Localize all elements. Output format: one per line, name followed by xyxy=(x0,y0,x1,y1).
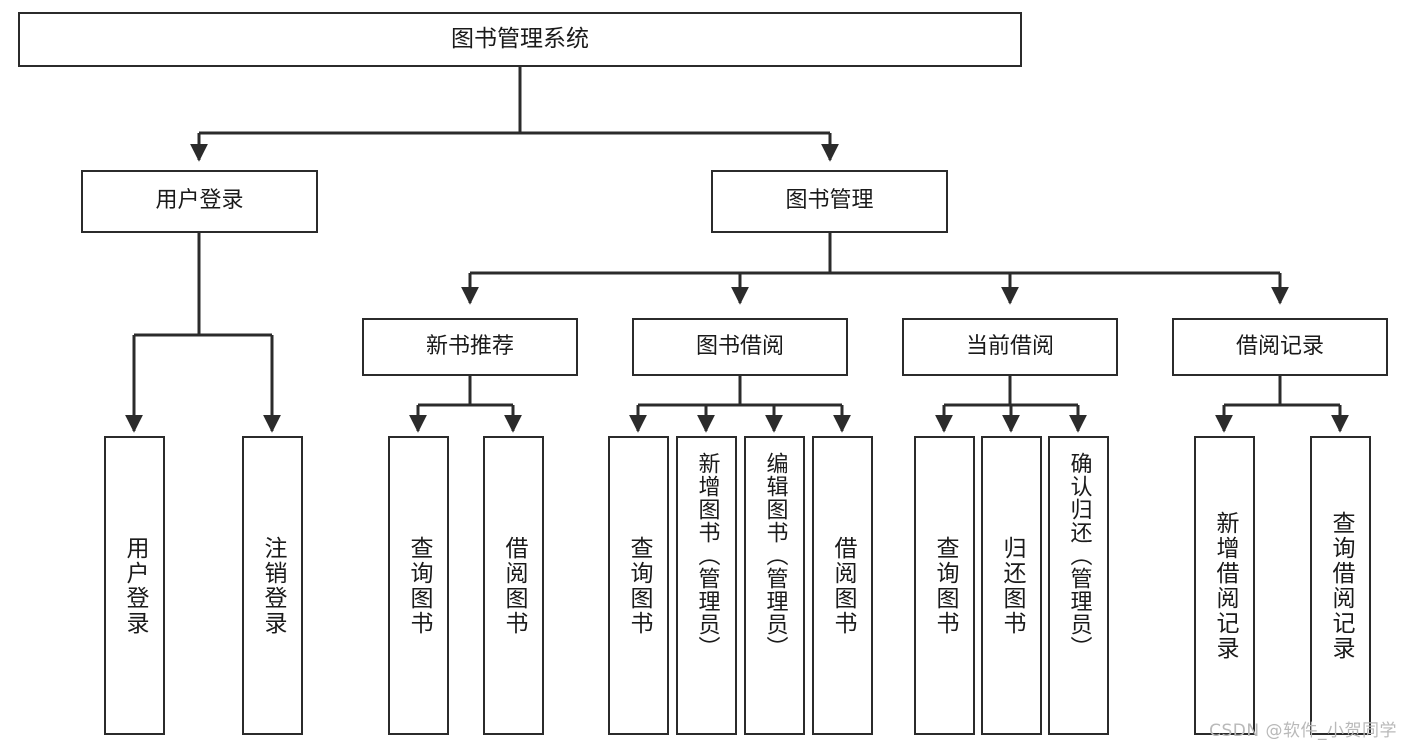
node-label: 新增图书（管理员） xyxy=(694,452,720,659)
node-label: 确认归还（管理员） xyxy=(1066,452,1092,659)
node-label: 查询借阅记录 xyxy=(1328,510,1354,661)
node-label: 编辑图书（管理员） xyxy=(762,452,788,659)
node-label: 当前借阅 xyxy=(965,333,1054,359)
leaf-confirm-return-admin[interactable]: 确认归还（管理员） xyxy=(1048,436,1109,735)
node-label: 用户登录 xyxy=(155,188,244,214)
leaf-return-book[interactable]: 归还图书 xyxy=(981,436,1042,735)
node-borrow-record[interactable]: 借阅记录 xyxy=(1172,318,1388,376)
node-label: 借阅记录 xyxy=(1235,333,1324,359)
leaf-query-borrow-record[interactable]: 查询借阅记录 xyxy=(1310,436,1371,735)
leaf-query-book-current[interactable]: 查询图书 xyxy=(914,436,975,735)
leaf-borrow-book[interactable]: 借阅图书 xyxy=(812,436,873,735)
node-user-login[interactable]: 用户登录 xyxy=(81,170,318,233)
node-current-borrow[interactable]: 当前借阅 xyxy=(902,318,1118,376)
node-label: 查询图书 xyxy=(406,535,432,636)
leaf-add-borrow-record[interactable]: 新增借阅记录 xyxy=(1194,436,1255,735)
node-label: 新书推荐 xyxy=(425,333,514,359)
leaf-borrow-book-recommend[interactable]: 借阅图书 xyxy=(483,436,544,735)
node-root-system[interactable]: 图书管理系统 xyxy=(18,12,1022,67)
node-book-borrow[interactable]: 图书借阅 xyxy=(632,318,848,376)
node-book-management[interactable]: 图书管理 xyxy=(711,170,948,233)
node-new-book-recommend[interactable]: 新书推荐 xyxy=(362,318,578,376)
leaf-edit-book-admin[interactable]: 编辑图书（管理员） xyxy=(744,436,805,735)
leaf-add-book-admin[interactable]: 新增图书（管理员） xyxy=(676,436,737,735)
node-label: 图书借阅 xyxy=(695,333,784,359)
leaf-logout[interactable]: 注销登录 xyxy=(242,436,303,735)
node-label: 新增借阅记录 xyxy=(1212,510,1238,661)
node-label: 注销登录 xyxy=(260,535,286,636)
node-label: 查询图书 xyxy=(626,535,652,636)
node-label: 借阅图书 xyxy=(501,535,527,636)
node-label: 归还图书 xyxy=(999,535,1025,636)
leaf-query-book-borrow[interactable]: 查询图书 xyxy=(608,436,669,735)
node-label: 图书管理系统 xyxy=(451,25,589,52)
leaf-user-login[interactable]: 用户登录 xyxy=(104,436,165,735)
node-label: 用户登录 xyxy=(122,535,148,636)
node-label: 借阅图书 xyxy=(830,535,856,636)
node-label: 查询图书 xyxy=(932,535,958,636)
leaf-query-book-recommend[interactable]: 查询图书 xyxy=(388,436,449,735)
node-label: 图书管理 xyxy=(785,188,874,214)
